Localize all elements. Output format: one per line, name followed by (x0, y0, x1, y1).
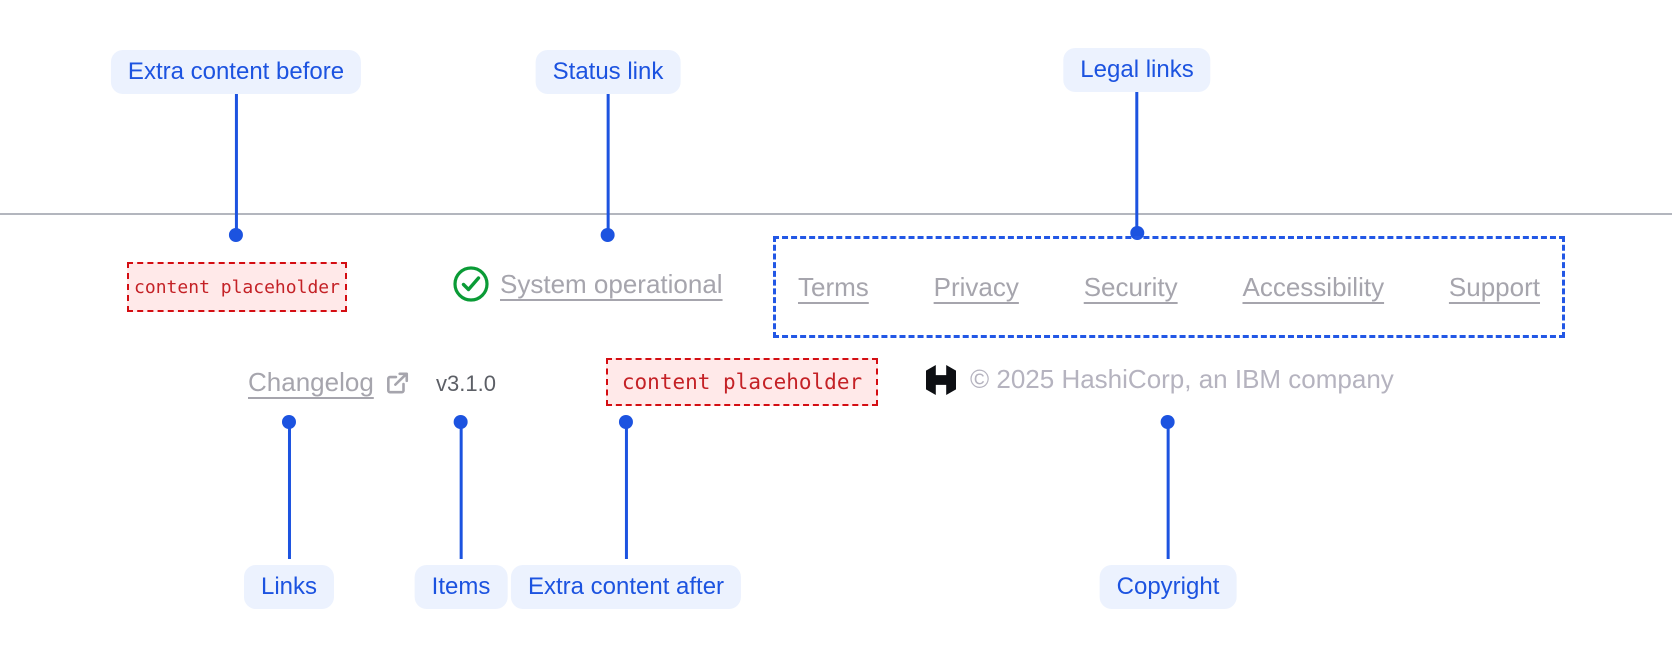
annotation-extra-content-after: Extra content after (510, 415, 742, 609)
connector-line (1135, 92, 1139, 228)
status-link[interactable]: System operational (452, 265, 723, 303)
connector-dot (228, 228, 243, 242)
annotation-label: Status link (535, 50, 681, 94)
changelog-link-label[interactable]: Changelog (248, 367, 374, 397)
annotation-label: Items (414, 565, 508, 609)
connector-dot (454, 415, 468, 429)
legal-link-terms[interactable]: Terms (798, 271, 869, 302)
annotation-label: Links (243, 565, 335, 609)
connector-line (287, 427, 291, 559)
extra-content-before-placeholder: content placeholder (127, 262, 347, 312)
legal-link-support[interactable]: Support (1448, 271, 1540, 302)
connector-line (624, 427, 628, 559)
legal-link-security[interactable]: Security (1083, 271, 1178, 302)
connector-dot (1161, 415, 1175, 429)
hashicorp-logo (926, 364, 956, 395)
annotation-label: Copyright (1099, 565, 1237, 609)
connector-line (234, 94, 238, 230)
copyright: © 2025 HashiCorp, an IBM company (926, 364, 1394, 395)
annotation-status-link: Status link (535, 50, 681, 242)
annotation-extra-content-before: Extra content before (110, 50, 362, 242)
annotation-copyright: Copyright (1099, 415, 1237, 609)
annotation-legal-links: Legal links (1063, 48, 1211, 240)
status-link-label[interactable]: System operational (500, 268, 723, 299)
annotation-label: Extra content before (110, 50, 362, 94)
connector-line (606, 94, 610, 230)
connector-line (459, 427, 463, 559)
extra-content-after-placeholder: content placeholder (606, 358, 878, 406)
annotation-links: Links (243, 415, 335, 609)
connector-dot (601, 228, 615, 242)
connector-dot (282, 415, 296, 429)
annotation-label: Legal links (1063, 48, 1211, 92)
connector-dot (618, 415, 633, 429)
annotation-items: Items (414, 415, 508, 609)
legal-links-region: Terms Privacy Security Accessibility Sup… (773, 236, 1565, 338)
copyright-text: © 2025 HashiCorp, an IBM company (970, 364, 1394, 394)
check-circle-icon (452, 265, 490, 303)
changelog-link[interactable]: Changelog (248, 367, 410, 398)
connector-line (1166, 427, 1170, 559)
legal-link-privacy[interactable]: Privacy (933, 271, 1019, 302)
external-link-icon (384, 370, 410, 396)
version-text: v3.1.0 (436, 371, 496, 396)
legal-link-accessibility[interactable]: Accessibility (1242, 271, 1385, 302)
annotation-label: Extra content after (510, 565, 742, 609)
footer-top-divider (0, 213, 1672, 215)
